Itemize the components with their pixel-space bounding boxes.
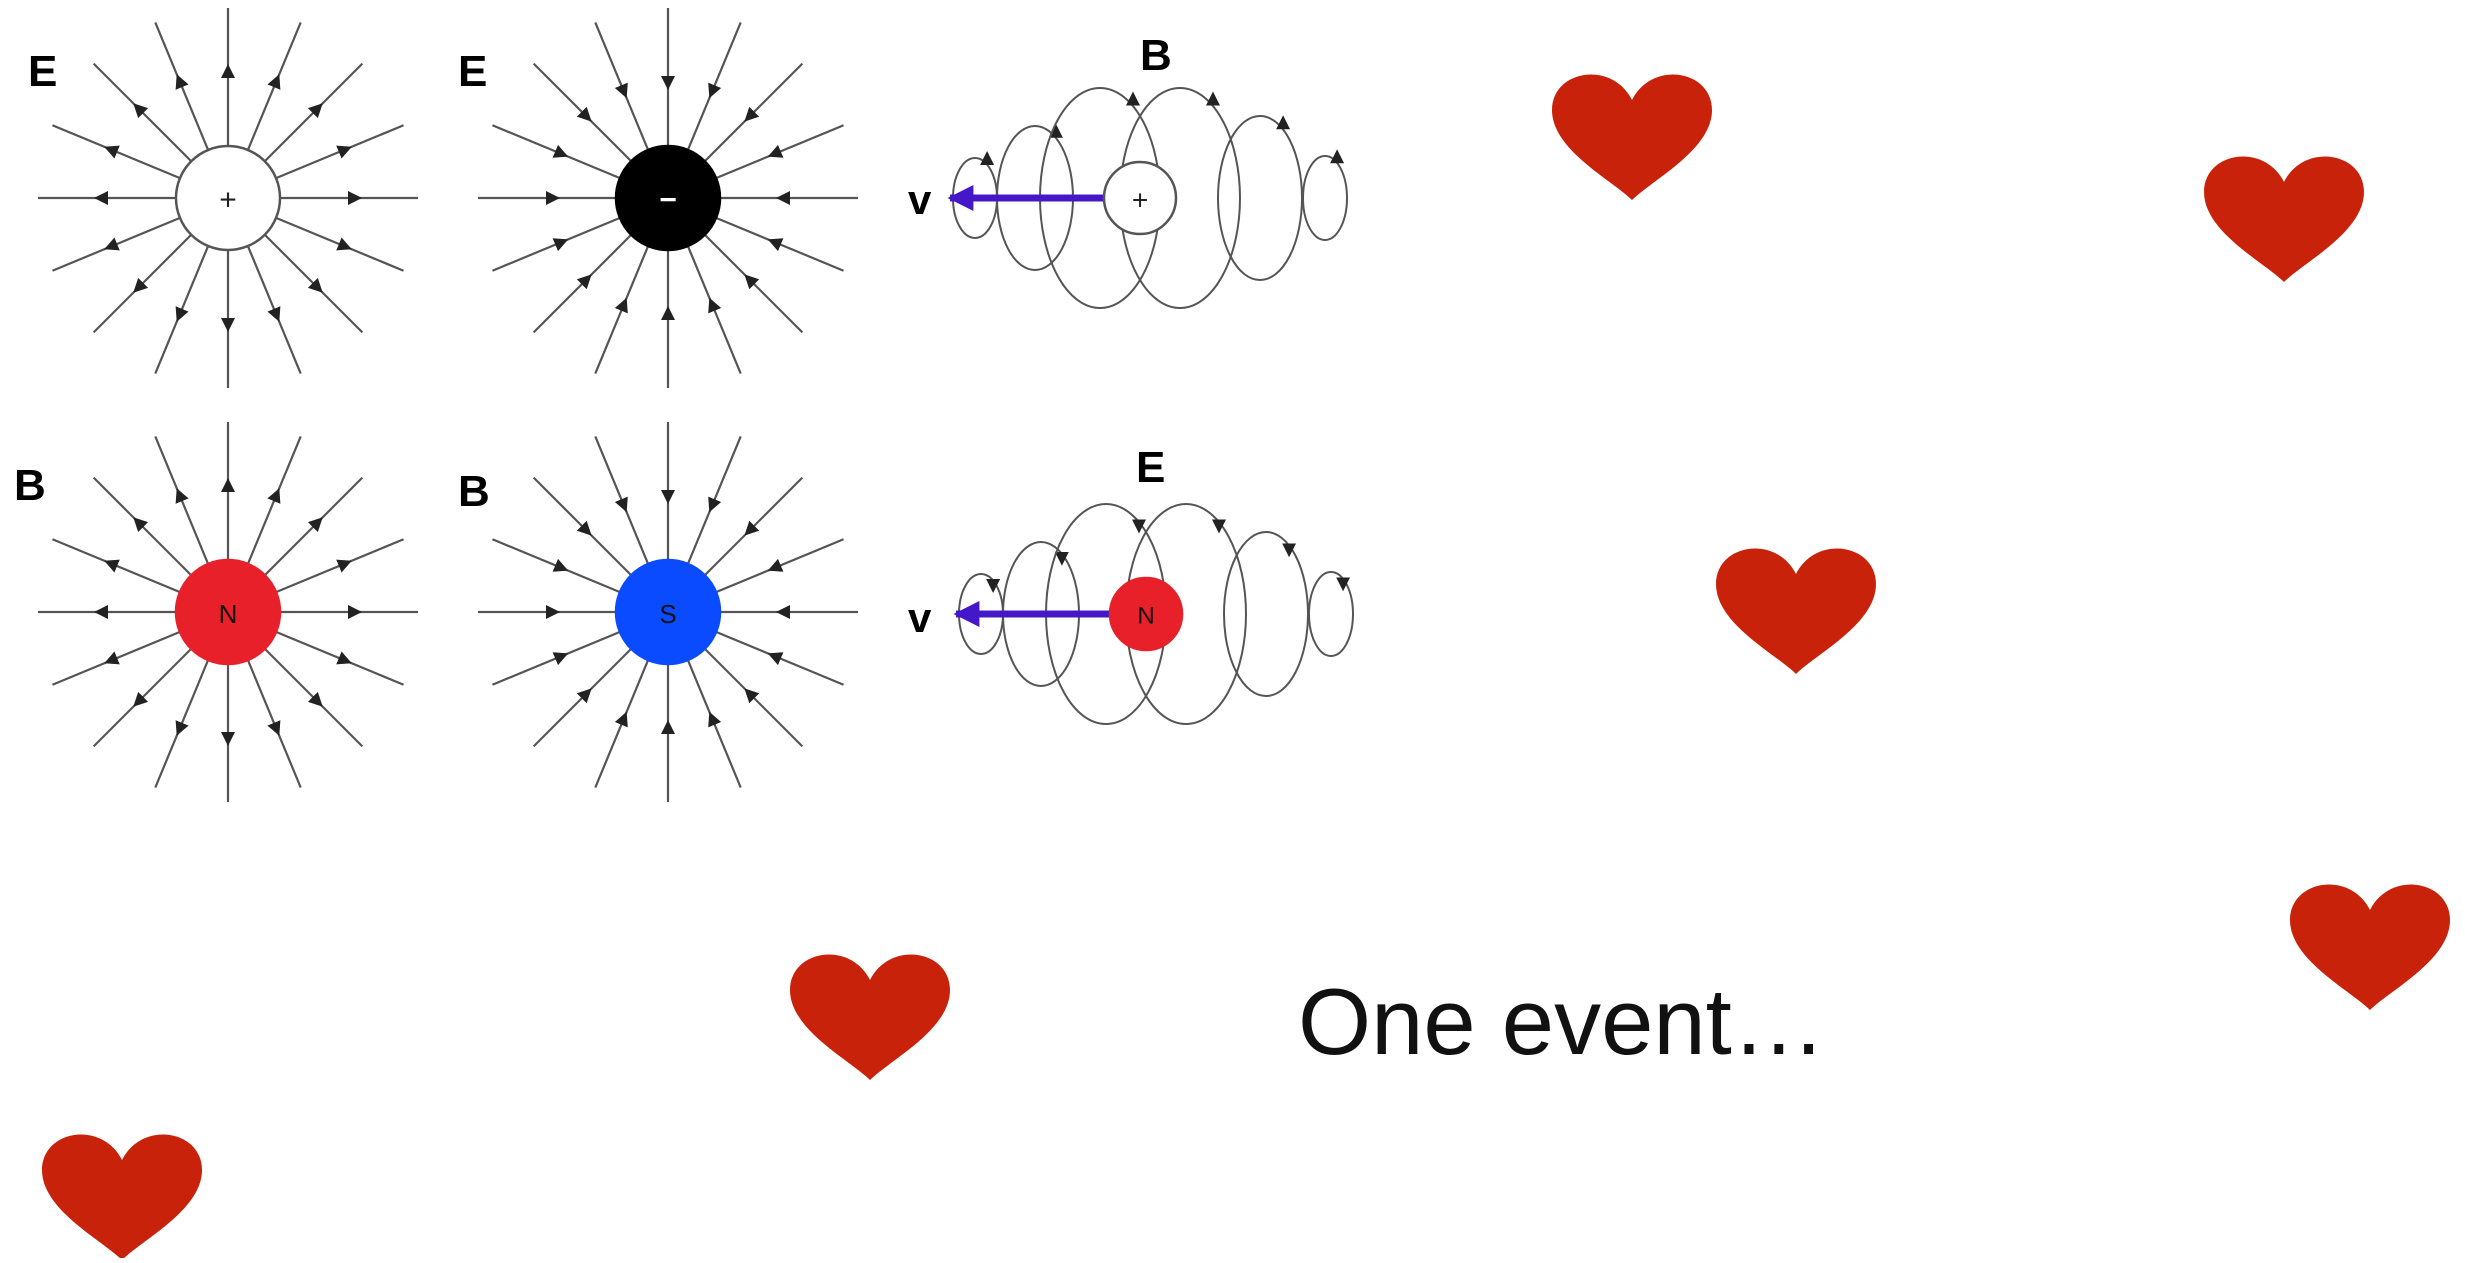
- south-monopole-field-line: [594, 436, 650, 565]
- south-monopole-circle: [614, 558, 722, 666]
- north-monopole-field-line: [52, 630, 181, 686]
- positive-charge-field-line: [263, 62, 364, 163]
- positive-charge-symbol: +: [219, 184, 237, 217]
- heart-icon: [2290, 884, 2450, 1010]
- south-monopole-field-line: [715, 630, 844, 686]
- south-monopole-field: S: [478, 422, 858, 802]
- north-monopole-field-line: [246, 436, 302, 565]
- positive-charge-field-line: [154, 22, 210, 151]
- positive-charge-field-line: [246, 245, 302, 374]
- positive-charge-field-line: [52, 216, 181, 272]
- positive-charge-field: +: [38, 8, 418, 388]
- moving-monopole-field-loop: [1308, 571, 1354, 657]
- south-monopole-field-line: [532, 476, 633, 577]
- north-monopole-field-line: [154, 659, 210, 788]
- positive-charge-field-line: [92, 62, 193, 163]
- north-monopole-field-label: B: [14, 461, 46, 510]
- negative-charge-field-line: [492, 216, 621, 272]
- moving-monopole-field-label: E: [1136, 443, 1165, 492]
- negative-charge-field-line: [715, 216, 844, 272]
- negative-charge-field-line: [532, 233, 633, 334]
- heart-icon: [790, 954, 950, 1080]
- moving-charge-field-loop: [1302, 155, 1348, 241]
- south-monopole-field-line: [532, 647, 633, 748]
- moving-charge-symbol: +: [1132, 185, 1148, 216]
- positive-charge-field-line: [92, 233, 193, 334]
- negative-charge-field: −: [478, 8, 858, 388]
- hearts: [42, 74, 2450, 1260]
- north-monopole-field-line: [246, 659, 302, 788]
- negative-charge-field-line: [686, 245, 742, 374]
- south-monopole-field-line: [703, 647, 804, 748]
- negative-charge-field-line: [703, 233, 804, 334]
- negative-charge-field-line: [594, 245, 650, 374]
- negative-charge-field-line: [686, 22, 742, 151]
- north-monopole-label: N: [219, 599, 238, 629]
- south-monopole-field-label: B: [458, 467, 490, 516]
- moving-charge-field-label: B: [1140, 31, 1172, 80]
- negative-charge-field-line: [492, 124, 621, 180]
- north-monopole-field-line: [92, 476, 193, 577]
- negative-charge-field-line: [703, 62, 804, 163]
- negative-charge-field-line: [532, 62, 633, 163]
- moving-charge-field-loop: [1217, 115, 1303, 281]
- north-monopole-field-line: [275, 538, 404, 594]
- positive-charge-field-line: [52, 124, 181, 180]
- heart-icon: [42, 1134, 202, 1260]
- moving-charge-diagram: +: [947, 87, 1348, 309]
- north-monopole-field-line: [92, 647, 193, 748]
- north-monopole-field-line: [275, 630, 404, 686]
- negative-charge-symbol: −: [659, 184, 677, 217]
- positive-charge-circle: [174, 144, 282, 252]
- south-monopole-field-line: [686, 436, 742, 565]
- moving-monopole-velocity-label: v: [908, 594, 932, 641]
- north-monopole-field-line: [154, 436, 210, 565]
- positive-charge-field-line: [275, 124, 404, 180]
- moving-monopole-diagram: N: [953, 503, 1354, 725]
- negative-charge-field-line: [594, 22, 650, 151]
- positive-charge-field-label: E: [28, 47, 57, 96]
- positive-charge-field-line: [275, 216, 404, 272]
- moving-charge-circle: [1102, 160, 1178, 236]
- north-monopole-field-line: [263, 476, 364, 577]
- moving-monopole-field-loop: [1223, 531, 1309, 697]
- south-monopole-field-line: [492, 538, 621, 594]
- positive-charge-field-line: [246, 22, 302, 151]
- moving-monopole-label: N: [1137, 603, 1154, 630]
- moving-monopole-circle: [1108, 576, 1184, 652]
- positive-charge-field-line: [263, 233, 364, 334]
- negative-charge-field-line: [715, 124, 844, 180]
- heart-icon: [2204, 156, 2364, 282]
- positive-charge-field-line: [154, 245, 210, 374]
- north-monopole-circle: [174, 558, 282, 666]
- caption: One event…: [1298, 969, 1826, 1074]
- negative-charge-field-label: E: [458, 47, 487, 96]
- negative-charge-circle: [614, 144, 722, 252]
- north-monopole-field: N: [38, 422, 418, 802]
- south-monopole-field-line: [703, 476, 804, 577]
- heart-icon: [1552, 74, 1712, 200]
- moving-charge-velocity-label: v: [908, 176, 932, 223]
- north-monopole-field-line: [263, 647, 364, 748]
- south-monopole-field-line: [686, 659, 742, 788]
- south-monopole-label: S: [659, 599, 676, 629]
- south-monopole-field-line: [492, 630, 621, 686]
- south-monopole-field-line: [594, 659, 650, 788]
- heart-icon: [1716, 548, 1876, 674]
- north-monopole-field-line: [52, 538, 181, 594]
- south-monopole-field-line: [715, 538, 844, 594]
